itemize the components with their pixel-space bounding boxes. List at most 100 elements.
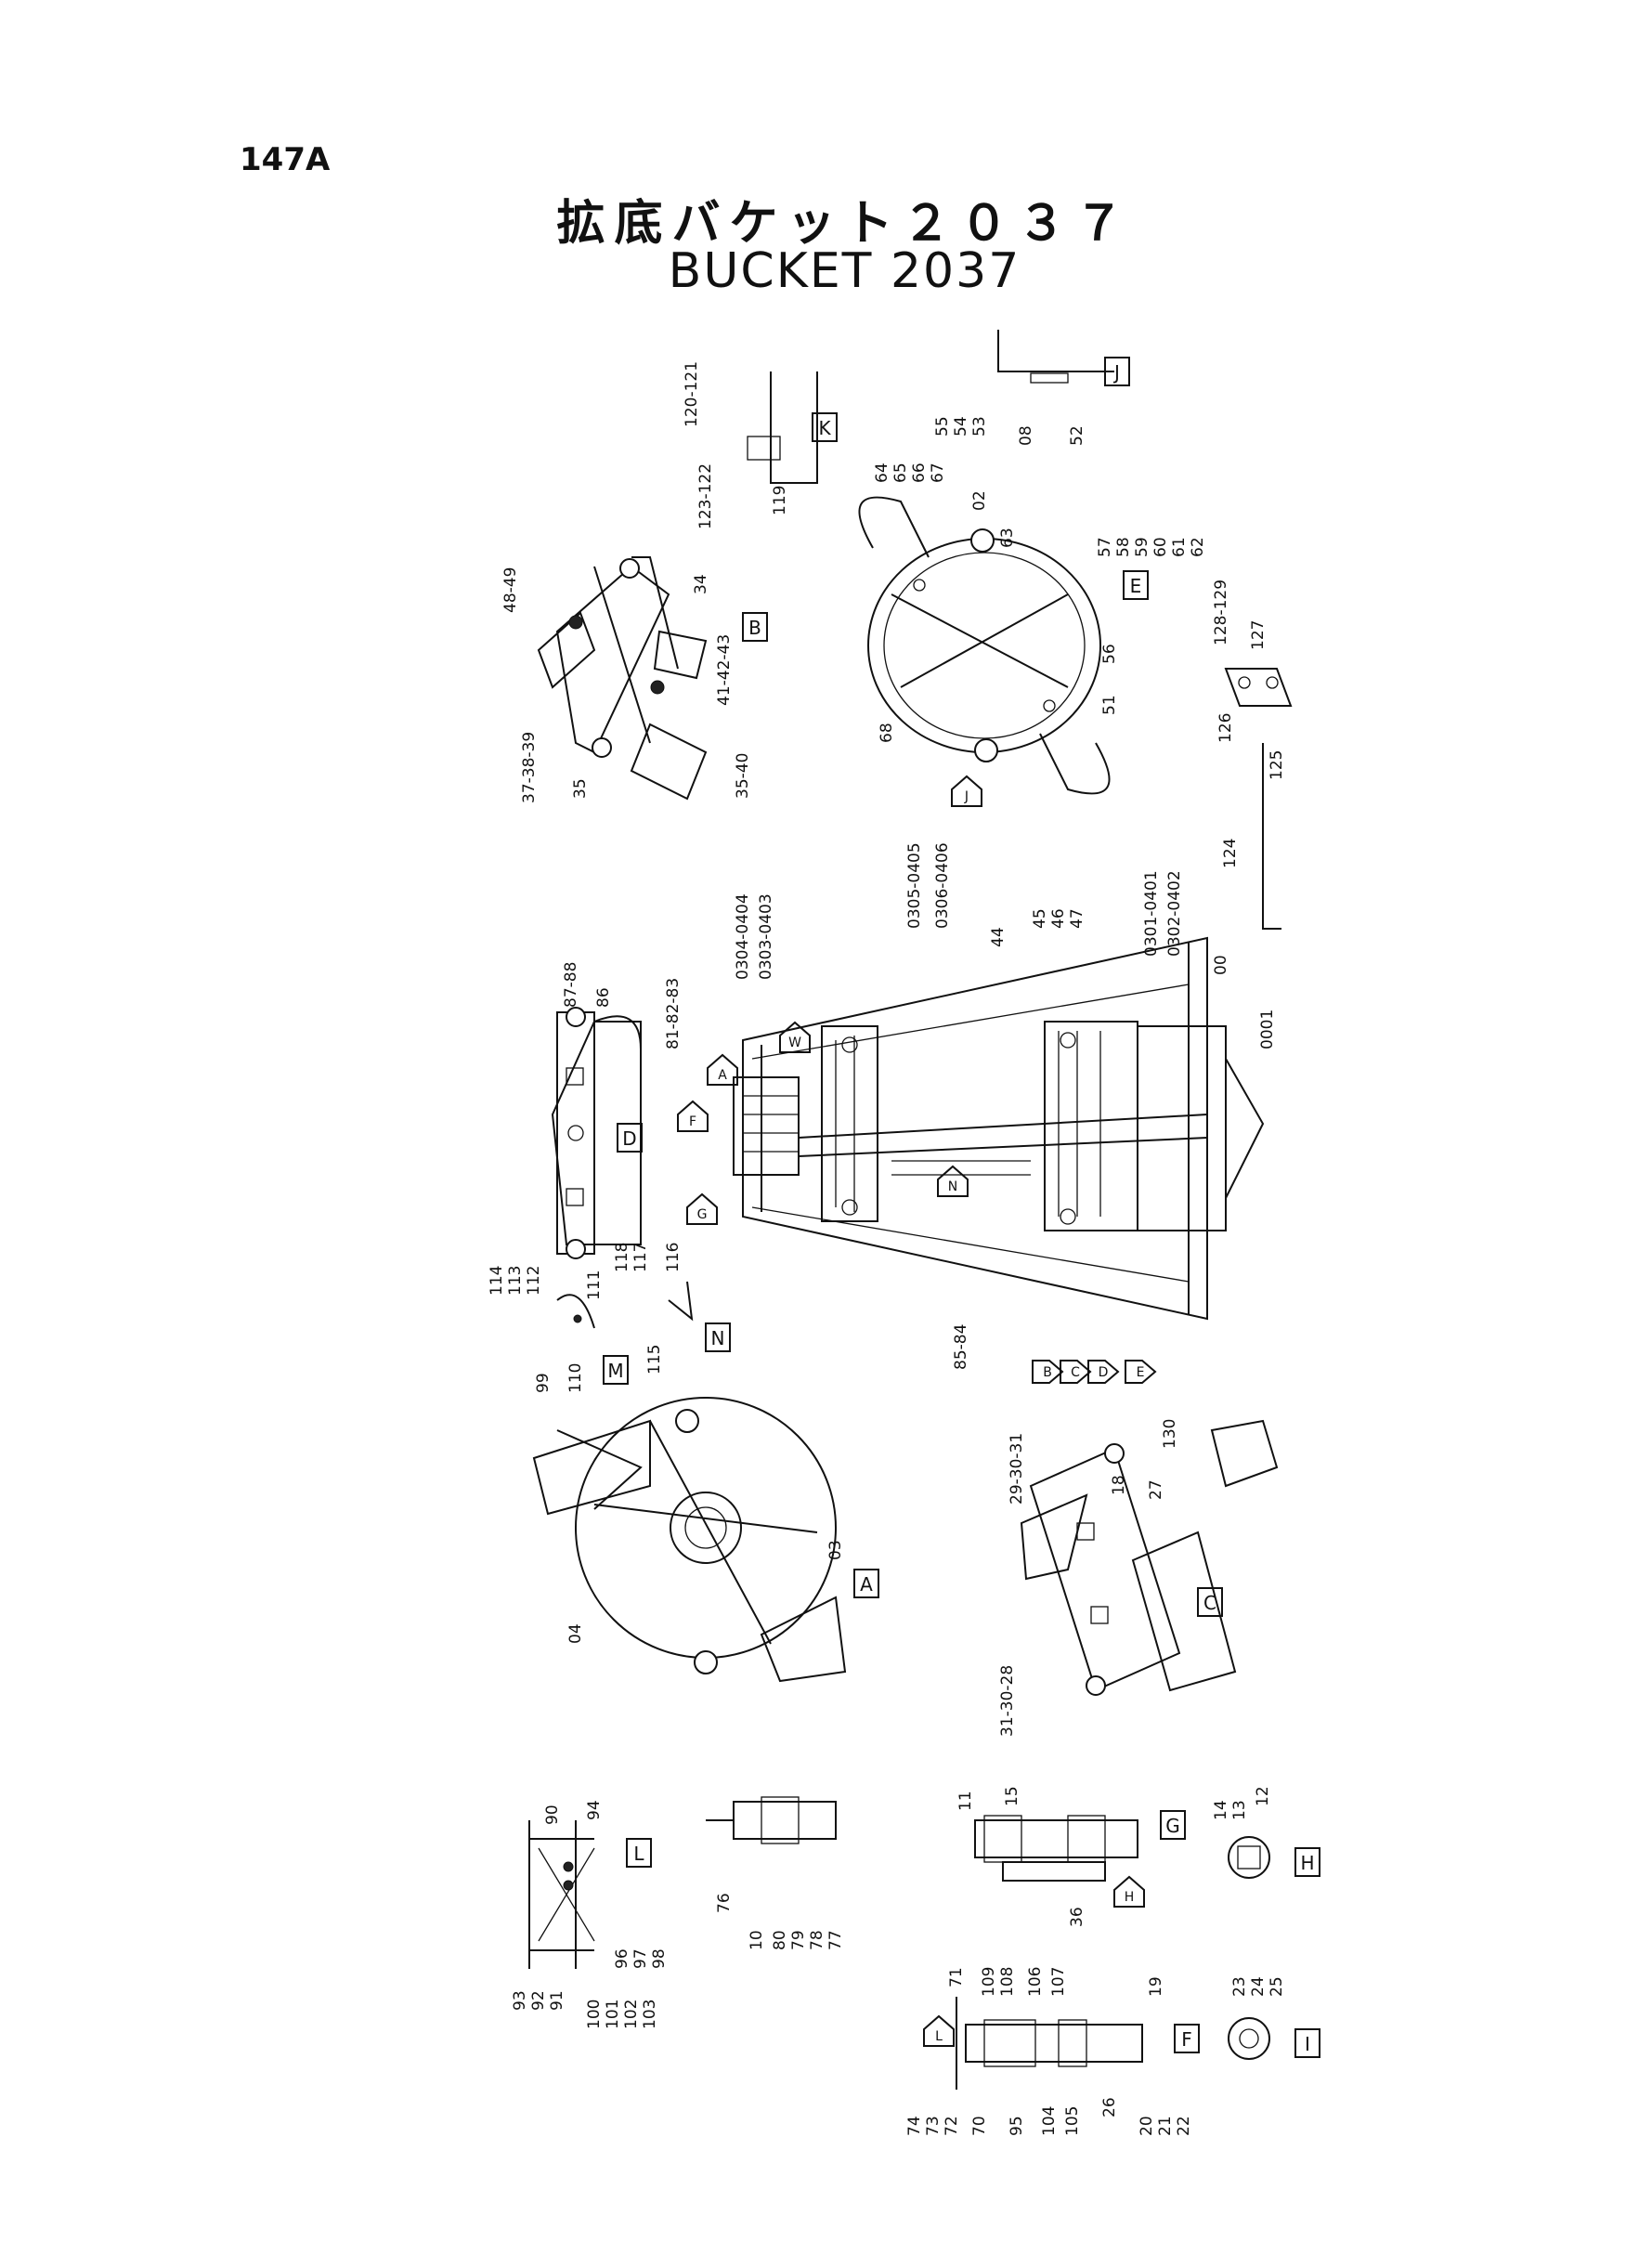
callout: 110 (566, 1363, 585, 1393)
callout: 117 (631, 1243, 650, 1272)
callout: 67 (929, 463, 947, 483)
view-label-k: K (812, 412, 838, 442)
view-arrow-f: F (677, 1100, 709, 1132)
callout: 77 (826, 1930, 845, 1950)
parts-126-129 (1224, 668, 1293, 707)
view-label-c: C (1197, 1587, 1223, 1617)
callout: 0301-0401 (1142, 870, 1161, 957)
view-j-drawing (997, 330, 1114, 384)
callout: 73 (924, 2116, 943, 2136)
view-e-drawing (858, 496, 1111, 795)
view-i-drawing (1228, 2017, 1270, 2060)
callout: 11 (956, 1791, 975, 1811)
callout: 02 (970, 490, 989, 511)
view-arrow-b-text: B (1043, 1365, 1052, 1380)
callout: 57 (1096, 537, 1114, 557)
callout: 03 (826, 1540, 845, 1560)
callout: 90 (543, 1804, 562, 1825)
callout: 08 (1017, 425, 1035, 446)
callout: 96 (613, 1948, 631, 1969)
callout: 12 (1254, 1786, 1272, 1806)
callout: 56 (1100, 644, 1119, 664)
callout: 62 (1189, 537, 1207, 557)
callout: 0303-0403 (757, 893, 775, 980)
callout: 124 (1221, 839, 1240, 868)
callout: 63 (998, 528, 1017, 548)
view-76-80 (706, 1796, 837, 1844)
callout: 15 (1003, 1786, 1021, 1806)
callout: 53 (970, 416, 989, 436)
view-arrows: A F G N E B C D J H L W (677, 775, 1157, 2047)
callout: 87-88 (562, 962, 580, 1008)
callout: 81-82-83 (664, 978, 683, 1049)
view-label-j-text: J (1112, 361, 1120, 384)
callout: 52 (1068, 425, 1086, 446)
callout: 103 (641, 2000, 659, 2029)
callout: 41-42-43 (715, 634, 734, 706)
callout: 27 (1147, 1479, 1165, 1500)
callout: 00 (1212, 955, 1230, 975)
view-label-h: H (1294, 1847, 1320, 1877)
callout: 22 (1175, 2116, 1193, 2136)
view-arrow-e: E (1125, 1360, 1157, 1384)
callout: 24 (1249, 1976, 1268, 1997)
view-label-i-text: I (1305, 2033, 1310, 2055)
view-l-drawing (528, 1820, 595, 1969)
view-label-k-text: K (818, 417, 831, 439)
callout: 130 (1161, 1419, 1179, 1449)
view-arrow-e-text: E (1137, 1365, 1145, 1380)
view-arrow-a-text: A (718, 1068, 727, 1083)
view-label-d-text: D (622, 1127, 636, 1150)
view-a-drawing (532, 1397, 847, 1683)
view-arrow-h: H (1113, 1875, 1145, 1908)
view-c-drawing (1020, 1443, 1237, 1696)
view-arrow-w: W (779, 1021, 811, 1053)
callout: 25 (1268, 1976, 1286, 1997)
callout: 86 (594, 987, 613, 1008)
callout: 105 (1063, 2106, 1082, 2136)
callout: 97 (631, 1948, 650, 1969)
view-arrow-h-text: H (1125, 1890, 1135, 1905)
view-h-drawing (1228, 1836, 1270, 1879)
callout: 99 (534, 1373, 553, 1393)
callout: 19 (1147, 1976, 1165, 1997)
view-arrow-n: N (937, 1165, 969, 1197)
callout: 48-49 (501, 567, 520, 613)
callout: 59 (1133, 537, 1151, 557)
page-number: 147A (240, 141, 331, 178)
callout: 94 (585, 1800, 604, 1820)
view-label-j: J (1104, 357, 1130, 386)
callout-labels: 120-121 123-122 119 55 54 53 08 52 48-49… (488, 361, 1286, 2136)
callout: 112 (525, 1266, 543, 1296)
callout: 66 (910, 463, 929, 483)
view-label-e-text: E (1130, 575, 1142, 597)
view-label-m: M (603, 1355, 629, 1385)
callout: 108 (998, 1967, 1017, 1997)
view-arrow-c-text: C (1071, 1365, 1080, 1380)
callout: 23 (1230, 1976, 1249, 1997)
callout: 54 (952, 416, 970, 436)
callout: 45 (1031, 908, 1049, 929)
view-label-i: I (1294, 2028, 1320, 2058)
callout: 100 (585, 2000, 604, 2029)
callout: 44 (989, 927, 1008, 947)
callout: 29-30-31 (1008, 1433, 1026, 1505)
callout: 0302-0402 (1165, 870, 1184, 957)
view-label-a-text: A (860, 1573, 873, 1596)
view-label-c-text: C (1203, 1592, 1216, 1614)
view-label-g: G (1160, 1810, 1186, 1840)
callout: 93 (511, 1990, 529, 2011)
callout: 128-129 (1212, 580, 1230, 645)
view-label-l: L (626, 1838, 652, 1868)
callout: 0306-0406 (933, 842, 952, 929)
callout: 85-84 (952, 1324, 970, 1370)
callout: 68 (878, 723, 896, 743)
view-g-drawing (974, 1815, 1138, 1882)
callout: 55 (933, 416, 952, 436)
callout: 91 (548, 1990, 566, 2011)
callout: 51 (1100, 695, 1119, 715)
callout: 102 (622, 2000, 641, 2029)
view-arrow-j-text: J (964, 789, 969, 804)
callout: 111 (585, 1270, 604, 1300)
